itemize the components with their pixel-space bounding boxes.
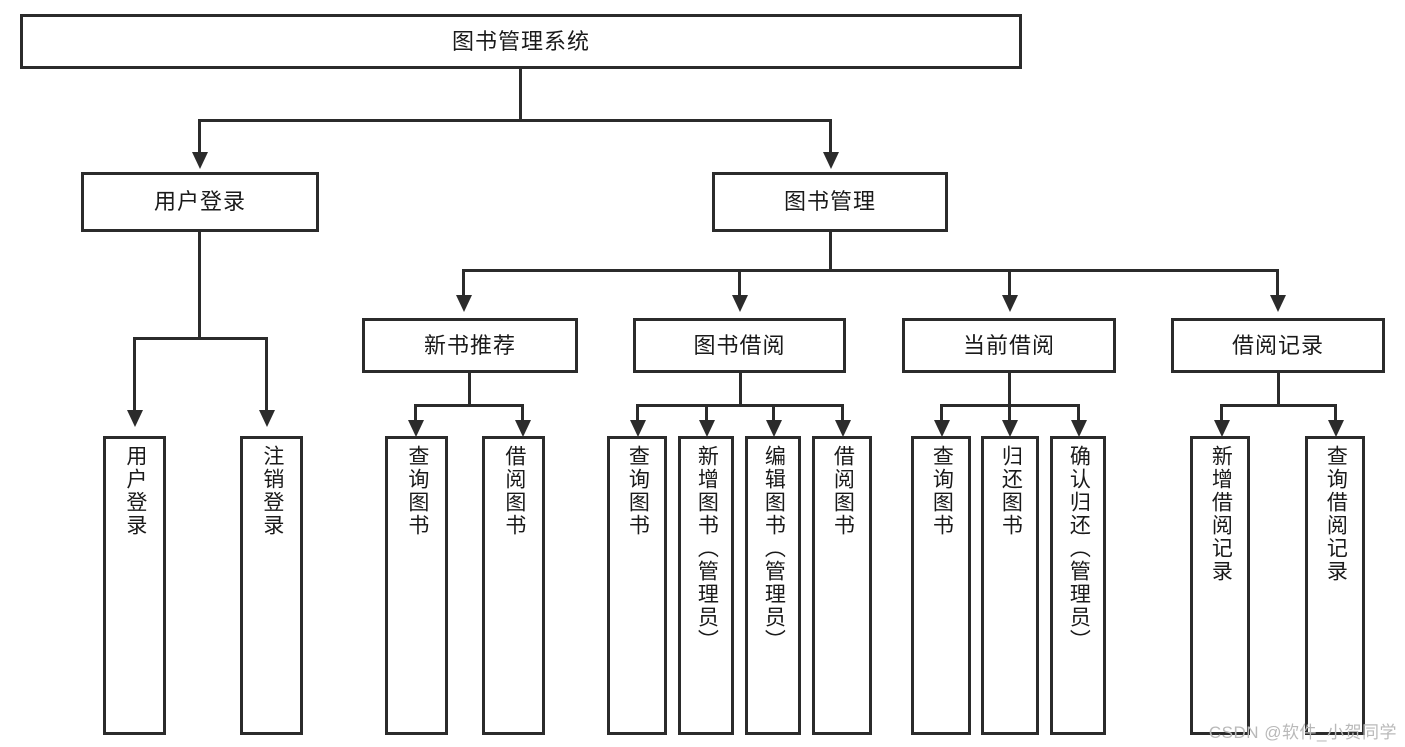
node-label: 当前借阅: [962, 332, 1055, 358]
leaf-book-borrow-add-book[interactable]: 新增图书（管理员）: [678, 436, 734, 735]
node-label: 借阅记录: [1231, 332, 1324, 358]
connector-root-drop-left: [198, 119, 201, 154]
leaf-label: 查询借阅记录: [1324, 445, 1348, 583]
connector-l3-drop-3: [1008, 269, 1011, 297]
node-label: 用户登录: [153, 189, 246, 215]
connector-book-manage-stem: [829, 232, 832, 272]
leaf-book-borrow-edit-book[interactable]: 编辑图书（管理员）: [745, 436, 801, 735]
connector-current-borrow-drop-2: [1008, 404, 1011, 424]
connector-current-borrow-drop-1: [940, 404, 943, 424]
connector-user-login-stem: [198, 232, 201, 339]
connector-new-book-stem: [468, 373, 471, 407]
leaf-label: 新增借阅记录: [1209, 445, 1233, 583]
connector-user-login-bar: [133, 337, 268, 340]
connector-current-borrow-stem: [1008, 373, 1011, 407]
node-book-borrow[interactable]: 图书借阅: [633, 318, 846, 373]
leaf-label: 借阅图书: [831, 445, 855, 537]
leaf-label: 用户登录: [123, 445, 147, 537]
connector-l3-drop-2: [738, 269, 741, 297]
arrowhead-leaf-current-borrow-3: [1071, 420, 1087, 437]
connector-borrow-record-stem: [1277, 373, 1280, 407]
connector-l3-drop-4: [1276, 269, 1279, 297]
leaf-current-borrow-return-book[interactable]: 归还图书: [981, 436, 1039, 735]
leaf-label: 查询图书: [930, 445, 954, 537]
connector-user-login-drop-1: [133, 337, 136, 412]
connector-book-borrow-drop-4: [841, 404, 844, 424]
connector-root-bar: [198, 119, 832, 122]
watermark-text: CSDN @软件_小贺同学: [1208, 723, 1397, 742]
leaf-user-login-logout[interactable]: 注销登录: [240, 436, 303, 735]
node-current-borrow[interactable]: 当前借阅: [902, 318, 1116, 373]
connector-book-borrow-bar: [636, 404, 844, 407]
node-label: 图书借阅: [693, 332, 786, 358]
arrowhead-leaf-book-borrow-1: [630, 420, 646, 437]
leaf-label: 新增图书（管理员）: [695, 445, 719, 652]
node-book-management[interactable]: 图书管理: [712, 172, 948, 232]
connector-borrow-record-bar: [1220, 404, 1337, 407]
connector-book-manage-bar: [462, 269, 1279, 272]
leaf-borrow-record-add-record[interactable]: 新增借阅记录: [1190, 436, 1250, 735]
leaf-label: 确认归还（管理员）: [1067, 445, 1091, 652]
connector-root-drop-right: [829, 119, 832, 154]
node-label: 图书管理系统: [451, 28, 590, 54]
connector-book-borrow-drop-3: [772, 404, 775, 424]
arrowhead-to-user-login: [192, 152, 208, 169]
node-label: 新书推荐: [423, 332, 516, 358]
leaf-book-borrow-borrow-book[interactable]: 借阅图书: [812, 436, 872, 735]
leaf-label: 注销登录: [260, 445, 284, 537]
arrowhead-to-new-book: [456, 295, 472, 312]
leaf-current-borrow-confirm-return[interactable]: 确认归还（管理员）: [1050, 436, 1106, 735]
leaf-new-book-query-book[interactable]: 查询图书: [385, 436, 448, 735]
connector-user-login-drop-2: [265, 337, 268, 412]
connector-book-borrow-stem: [739, 373, 742, 407]
connector-new-book-drop-2: [521, 404, 524, 424]
leaf-label: 查询图书: [405, 445, 429, 537]
arrowhead-leaf-current-borrow-1: [934, 420, 950, 437]
arrowhead-leaf-new-book-2: [515, 420, 531, 437]
arrowhead-to-book-borrow: [732, 295, 748, 312]
leaf-book-borrow-query-book[interactable]: 查询图书: [607, 436, 667, 735]
node-user-login[interactable]: 用户登录: [81, 172, 319, 232]
arrowhead-leaf-borrow-record-1: [1214, 420, 1230, 437]
connector-book-borrow-drop-1: [636, 404, 639, 424]
connector-borrow-record-drop-1: [1220, 404, 1223, 424]
arrowhead-leaf-user-login-1: [127, 410, 143, 427]
connector-new-book-drop-1: [414, 404, 417, 424]
connector-new-book-bar: [414, 404, 524, 407]
arrowhead-leaf-book-borrow-3: [766, 420, 782, 437]
node-label: 图书管理: [783, 189, 876, 215]
arrowhead-leaf-book-borrow-2: [699, 420, 715, 437]
connector-book-borrow-drop-2: [705, 404, 708, 424]
node-new-book-recommend[interactable]: 新书推荐: [362, 318, 578, 373]
connector-borrow-record-drop-2: [1334, 404, 1337, 424]
arrowhead-to-current-borrow: [1002, 295, 1018, 312]
node-root-system[interactable]: 图书管理系统: [20, 14, 1022, 69]
arrowhead-leaf-borrow-record-2: [1328, 420, 1344, 437]
leaf-label: 归还图书: [999, 445, 1023, 537]
leaf-new-book-borrow-book[interactable]: 借阅图书: [482, 436, 545, 735]
connector-l3-drop-1: [462, 269, 465, 297]
connector-current-borrow-drop-3: [1077, 404, 1080, 424]
arrowhead-to-book-manage: [823, 152, 839, 169]
leaf-label: 查询图书: [626, 445, 650, 537]
arrowhead-leaf-current-borrow-2: [1002, 420, 1018, 437]
connector-root-stem: [519, 69, 522, 121]
leaf-label: 借阅图书: [502, 445, 526, 537]
arrowhead-leaf-user-login-2: [259, 410, 275, 427]
leaf-current-borrow-query-book[interactable]: 查询图书: [911, 436, 971, 735]
leaf-label: 编辑图书（管理员）: [762, 445, 786, 652]
leaf-borrow-record-query-record[interactable]: 查询借阅记录: [1305, 436, 1365, 735]
arrowhead-to-borrow-record: [1270, 295, 1286, 312]
arrowhead-leaf-new-book-1: [408, 420, 424, 437]
node-borrow-record[interactable]: 借阅记录: [1171, 318, 1385, 373]
arrowhead-leaf-book-borrow-4: [835, 420, 851, 437]
leaf-user-login-login[interactable]: 用户登录: [103, 436, 166, 735]
